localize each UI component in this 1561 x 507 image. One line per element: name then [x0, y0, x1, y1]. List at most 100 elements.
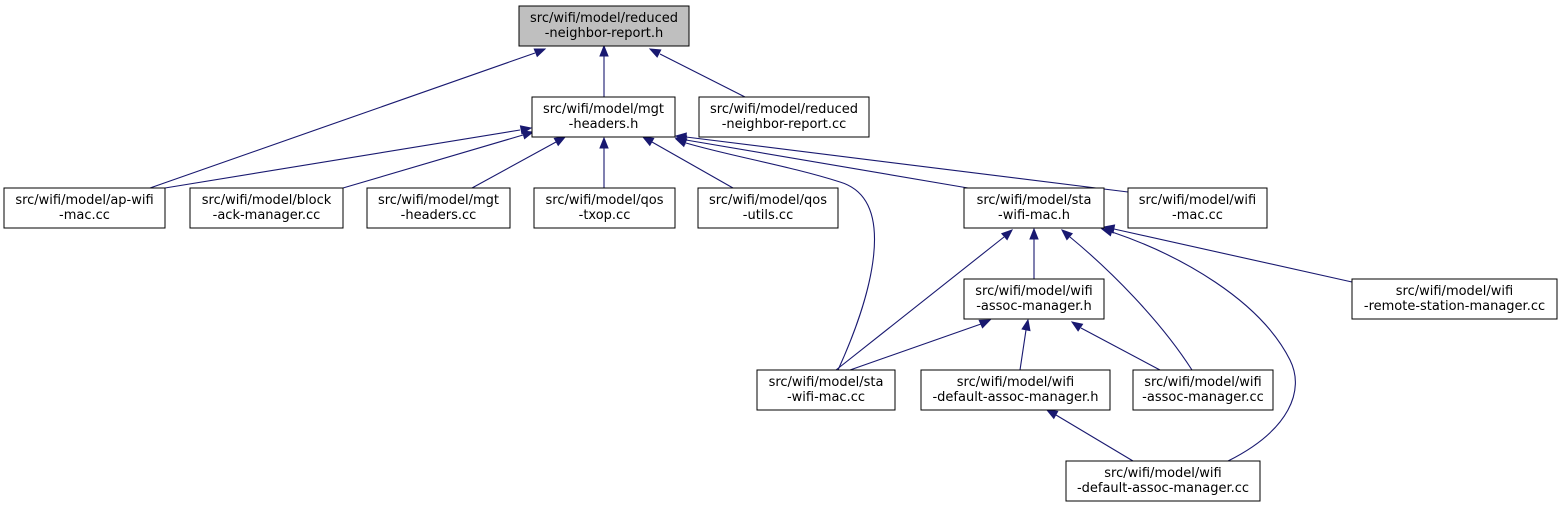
node-label-line: -utils.cc [743, 208, 793, 223]
edge-defassoc_cc-to-sta_h [1100, 227, 1296, 462]
node-box[interactable] [3, 187, 166, 229]
edge-assoc_cc-to-assoc_h [1070, 321, 1161, 371]
node-mgt-h[interactable]: src/wifi/model/mgt-headers.h [531, 96, 676, 138]
node-box[interactable] [963, 278, 1105, 320]
node-label-line: -txop.cc [579, 208, 631, 223]
edge-mgt_cc-to-mgt_h [471, 136, 567, 189]
node-box[interactable] [189, 187, 344, 229]
node-box[interactable] [963, 187, 1105, 229]
node-box[interactable] [366, 187, 511, 229]
node-label-line: src/wifi/model/block [202, 193, 332, 208]
edge-reduced_cc-to-reduced_h [648, 48, 746, 98]
edge-line [471, 141, 557, 189]
node-label-line: -headers.cc [401, 208, 477, 223]
node-box[interactable] [531, 96, 676, 138]
node-box[interactable] [1351, 278, 1558, 320]
edge-arrowhead [553, 136, 567, 147]
node-assoc-cc[interactable]: src/wifi/model/wifi-assoc-manager.cc [1132, 369, 1274, 411]
node-label-line: -ack-manager.cc [213, 208, 321, 223]
node-remote-cc[interactable]: src/wifi/model/wifi-remote-station-manag… [1351, 278, 1558, 320]
node-defassoc-cc[interactable]: src/wifi/model/wifi-default-assoc-manage… [1065, 460, 1261, 502]
edge-arrowhead [521, 130, 535, 140]
edge-line [659, 53, 746, 98]
edge-remote_cc-to-sta_h [1102, 224, 1353, 283]
edge-line [685, 142, 875, 371]
node-label-line: src/wifi/model/wifi [1104, 466, 1221, 481]
node-label-line: src/wifi/model/sta [977, 193, 1092, 208]
edge-arrowhead [1070, 321, 1084, 332]
node-sta-h[interactable]: src/wifi/model/sta-wifi-mac.h [963, 187, 1105, 229]
edge-arrowhead [1021, 318, 1031, 332]
node-block-cc[interactable]: src/wifi/model/block-ack-manager.cc [189, 187, 344, 229]
node-label-line: src/wifi/model/wifi [1396, 284, 1513, 299]
node-label-line: -mac.cc [59, 208, 110, 223]
node-apwifi-cc[interactable]: src/wifi/model/ap-wifi-mac.cc [3, 187, 166, 229]
node-box[interactable] [533, 187, 676, 229]
edge-arrowhead [641, 136, 655, 147]
edge-line [1069, 236, 1193, 371]
edge-line [1055, 414, 1134, 462]
edge-sta_cc-to-assoc_h [849, 319, 992, 371]
edge-sta_cc-to-sta_h [835, 229, 1014, 371]
node-assoc-h[interactable]: src/wifi/model/wifi-assoc-manager.h [963, 278, 1105, 320]
node-box[interactable] [518, 5, 690, 47]
node-label-line: src/wifi/model/qos [709, 193, 827, 208]
node-label-line: -assoc-manager.cc [1142, 390, 1264, 405]
node-box[interactable] [920, 369, 1111, 411]
node-box[interactable] [698, 96, 870, 138]
edge-apwifi_cc-to-reduced_h [149, 48, 547, 189]
node-label-line: -neighbor-report.cc [722, 117, 847, 132]
edge-line [1111, 231, 1296, 462]
node-defassoc-h[interactable]: src/wifi/model/wifi-default-assoc-manage… [920, 369, 1111, 411]
edge-defassoc_h-to-assoc_h [1019, 318, 1031, 371]
node-box[interactable] [756, 369, 896, 411]
edge-line [685, 139, 969, 189]
node-label-line: src/wifi/model/mgt [378, 193, 499, 208]
node-label-line: -wifi-mac.h [998, 208, 1070, 223]
edge-line [164, 129, 521, 189]
node-label-line: src/wifi/model/mgt [543, 102, 664, 117]
edge-line [149, 52, 536, 189]
node-label-line: -default-assoc-manager.cc [1077, 481, 1249, 496]
edge-arrowhead [674, 132, 687, 142]
edge-block_cc-to-mgt_h [342, 130, 535, 189]
node-mgt-cc[interactable]: src/wifi/model/mgt-headers.cc [366, 187, 511, 229]
node-box[interactable] [697, 187, 839, 229]
edge-defassoc_cc-to-defassoc_h [1045, 409, 1134, 462]
edge-line [1019, 329, 1027, 371]
edge-arrowhead [1029, 227, 1039, 240]
node-reduced-cc[interactable]: src/wifi/model/reduced-neighbor-report.c… [698, 96, 870, 138]
node-label-line: -default-assoc-manager.h [932, 390, 1098, 405]
node-box[interactable] [1127, 187, 1268, 229]
edge-line [835, 236, 1005, 371]
edge-arrowhead [978, 319, 992, 329]
node-label-line: src/wifi/model/sta [769, 375, 884, 390]
node-qostxop-cc[interactable]: src/wifi/model/qos-txop.cc [533, 187, 676, 229]
edge-sta_cc-to-mgt_h [674, 138, 875, 371]
node-reduced-h[interactable]: src/wifi/model/reduced-neighbor-report.h [518, 5, 690, 47]
node-label-line: src/wifi/model/qos [545, 193, 663, 208]
edge-arrowhead [599, 136, 609, 149]
edge-qostxop_cc-to-mgt_h [599, 136, 609, 188]
node-box[interactable] [1065, 460, 1261, 502]
node-box[interactable] [1132, 369, 1274, 411]
node-label-line: src/wifi/model/wifi [1144, 375, 1261, 390]
edge-arrowhead [1045, 409, 1059, 420]
node-wifimac-cc[interactable]: src/wifi/model/wifi-mac.cc [1127, 187, 1268, 229]
edge-assoc_cc-to-sta_h [1060, 229, 1193, 371]
edge-line [651, 141, 734, 189]
node-label-line: src/wifi/model/wifi [975, 284, 1092, 299]
edge-arrowhead [1100, 227, 1114, 237]
node-label-line: src/wifi/model/reduced [710, 102, 858, 117]
node-qosutils-cc[interactable]: src/wifi/model/qos-utils.cc [697, 187, 839, 229]
node-label-line: src/wifi/model/wifi [957, 375, 1074, 390]
node-sta-cc[interactable]: src/wifi/model/sta-wifi-mac.cc [756, 369, 896, 411]
node-label-line: -wifi-mac.cc [787, 390, 865, 405]
node-label-line: -headers.h [569, 117, 639, 132]
edge-apwifi_cc-to-mgt_h [164, 125, 533, 189]
edge-arrowhead [648, 48, 662, 58]
edge-mgt_h-to-reduced_h [599, 44, 609, 97]
edge-arrowhead [599, 44, 609, 57]
node-label-line: -assoc-manager.h [976, 299, 1092, 314]
